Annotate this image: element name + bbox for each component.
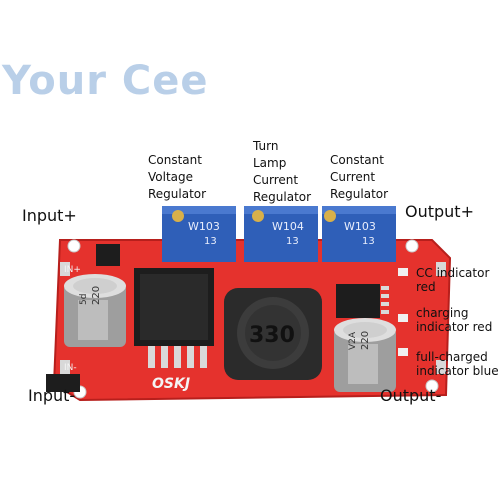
label-charging-indicator: charging indicator red bbox=[416, 306, 493, 334]
capacitor-left: 220 5d bbox=[64, 274, 126, 347]
label-output-plus: Output+ bbox=[405, 202, 474, 221]
silk-brand: OSKJ bbox=[152, 376, 190, 392]
label-constant-current: Constant Current Regulator bbox=[330, 153, 389, 201]
label-cc-indicator: CC indicator red bbox=[416, 266, 490, 294]
capacitor-right: 220 V2A bbox=[334, 318, 396, 392]
inductor-marking: 330 bbox=[249, 323, 295, 348]
pot-turn-lamp: W104 13 bbox=[244, 206, 318, 262]
smd-bottom-left bbox=[46, 374, 80, 392]
silk-in-minus: IN- bbox=[64, 363, 77, 373]
pot-constant-current: W103 13 bbox=[322, 206, 396, 262]
label-turn-lamp: Turn Lamp Current Regulator bbox=[253, 139, 312, 204]
led-cc bbox=[398, 268, 408, 276]
smd-top-left bbox=[96, 244, 120, 266]
pot-right-sub: 13 bbox=[362, 236, 375, 247]
cap-right-marking: 220 bbox=[360, 331, 371, 350]
pot-right-marking: W103 bbox=[344, 220, 376, 233]
label-output-minus: Output- bbox=[380, 386, 442, 405]
cap-left-marking: 220 bbox=[91, 286, 102, 305]
cap-left-sub: 5d bbox=[79, 294, 89, 305]
control-ic bbox=[336, 284, 389, 318]
label-input-minus: Input- bbox=[28, 386, 76, 405]
watermark-logo: Your Cee bbox=[2, 58, 209, 104]
inductor: 330 bbox=[224, 288, 322, 380]
led-charging bbox=[398, 314, 408, 322]
pot-middle-marking: W104 bbox=[272, 220, 304, 233]
led-full bbox=[398, 348, 408, 356]
pot-middle-sub: 13 bbox=[286, 236, 299, 247]
silk-in-plus: IN+ bbox=[64, 265, 81, 275]
label-constant-voltage: Constant Voltage Regulator bbox=[148, 153, 207, 201]
pot-left-marking: W103 bbox=[188, 220, 220, 233]
pot-left-sub: 13 bbox=[204, 236, 217, 247]
regulator-ic bbox=[134, 268, 214, 368]
pot-constant-voltage: W103 13 bbox=[162, 206, 236, 262]
cap-right-volt: V2A bbox=[348, 331, 358, 350]
label-full-charged-indicator: full-charged indicator blue bbox=[416, 350, 499, 378]
label-input-plus: Input+ bbox=[22, 206, 77, 225]
